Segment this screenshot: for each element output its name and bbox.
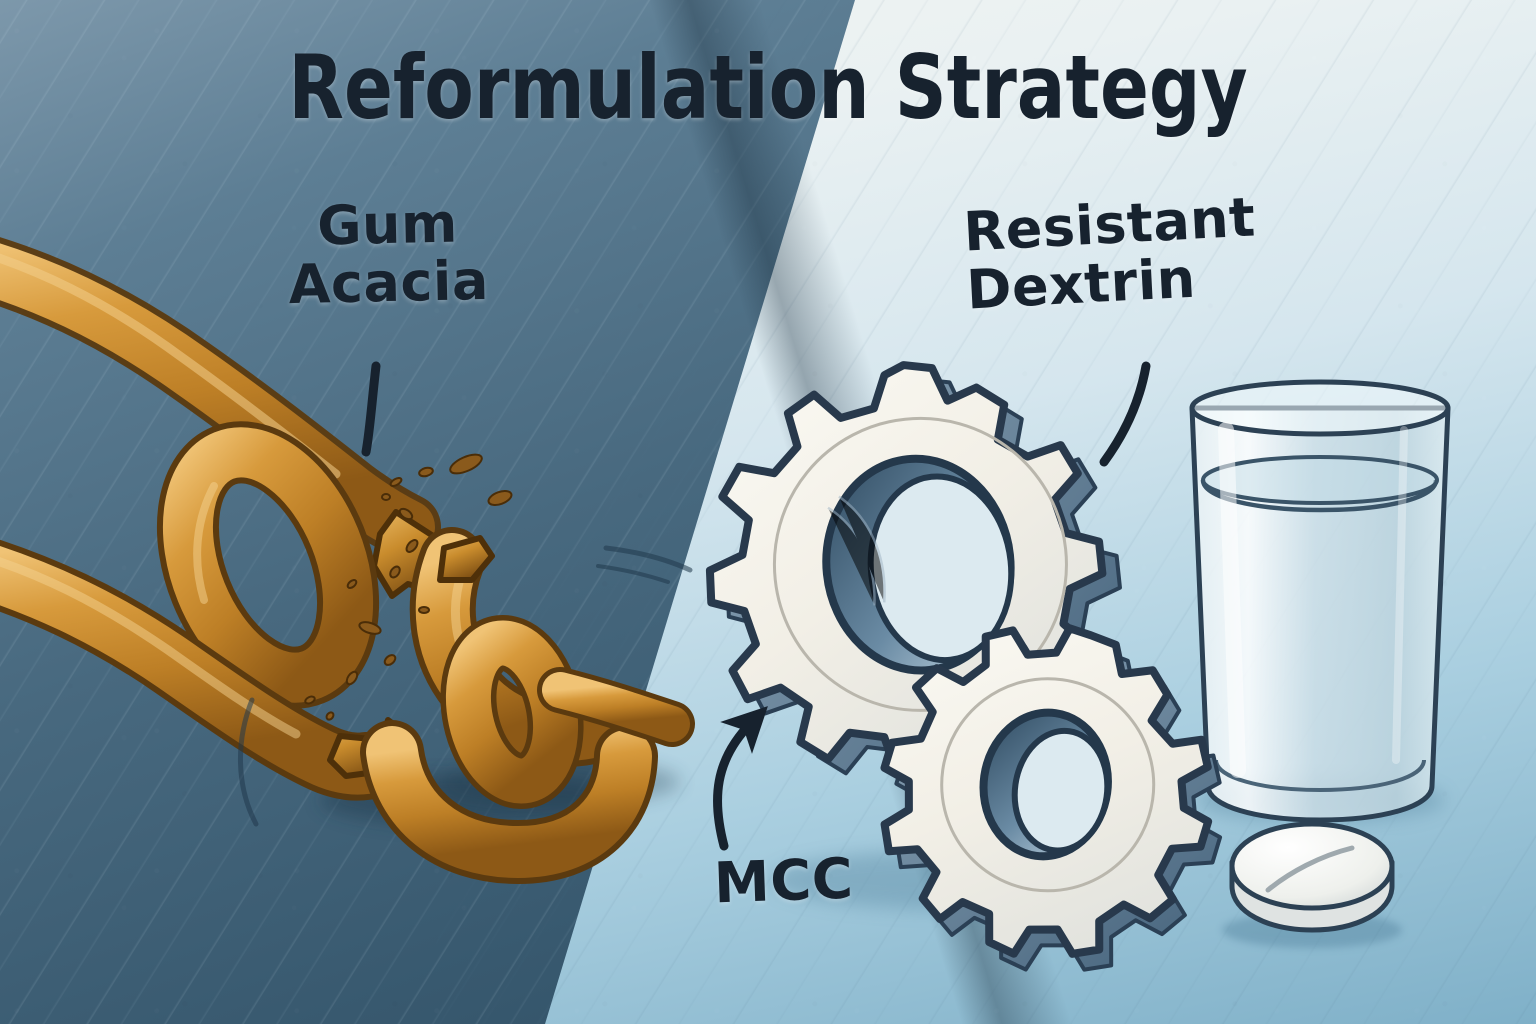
chain-link-bottom-right: [360, 614, 695, 885]
chain-link-oval-left: [156, 421, 380, 709]
right-scene-group: [705, 361, 1451, 972]
water-glass: [1189, 379, 1451, 823]
glass-highlight-right: [1392, 426, 1408, 764]
gear-small: [880, 624, 1223, 972]
gear-small-inner-ring: [940, 677, 1156, 893]
label-mcc: MCC: [712, 846, 855, 917]
water-surface: [1201, 455, 1439, 505]
water-surface-front: [1200, 479, 1439, 513]
tablet-score-line: [1265, 845, 1355, 893]
broken-chain-group: [0, 237, 695, 885]
tablet-pill: [1229, 821, 1395, 933]
gum-acacia-leader-line: [361, 361, 381, 457]
label-resistant-dextrin: Resistant Dextrin: [961, 185, 1257, 322]
chain-motion-lines: [238, 545, 693, 827]
chain-break-tip-right: [437, 535, 495, 583]
glass-body: [1189, 405, 1451, 823]
glass-base-inner: [1214, 759, 1426, 793]
resistant-dextrin-leader-line: [1099, 361, 1151, 467]
page-title: Reformulation Strategy: [288, 36, 1248, 139]
label-gum-acacia: Gum Acacia: [287, 191, 490, 317]
gear-large-shading: [827, 495, 886, 606]
mcc-arrow: [712, 706, 768, 851]
gear-small-hub-inner: [1011, 727, 1111, 854]
chain-debris-particles: [304, 453, 513, 721]
glass-rim: [1189, 379, 1451, 437]
glass-highlight-left: [1218, 422, 1246, 778]
